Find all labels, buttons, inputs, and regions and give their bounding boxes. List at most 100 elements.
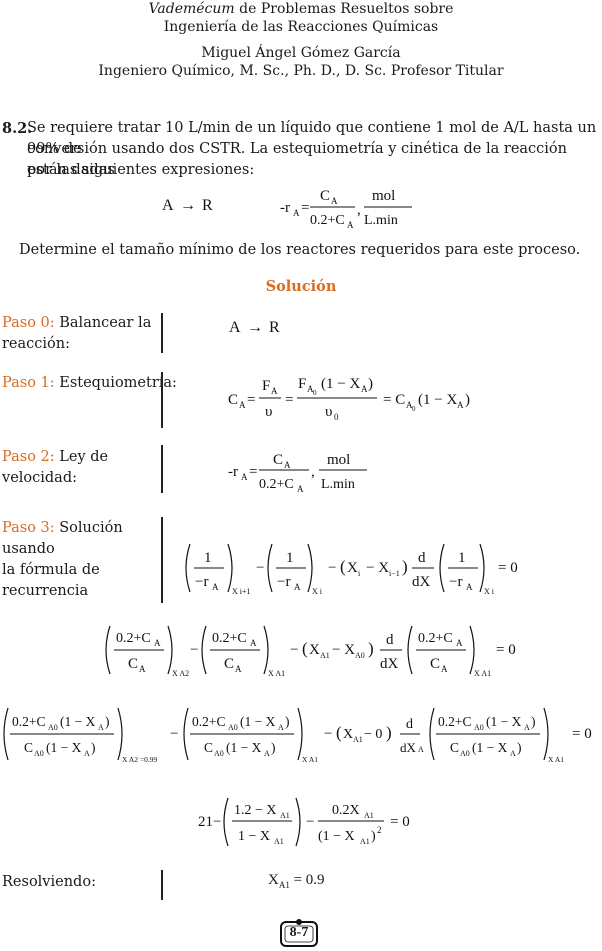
svg-text:(1 − X: (1 − X <box>318 829 355 844</box>
svg-text:C: C <box>430 656 440 672</box>
svg-text:−: − <box>170 726 178 742</box>
step-2-tag: Paso 2: <box>2 449 55 465</box>
svg-text:= 0: = 0 <box>390 814 410 830</box>
svg-text:−: − <box>306 814 314 830</box>
svg-text:A: A <box>361 384 368 394</box>
svg-text:-r: -r <box>228 464 238 480</box>
svg-text:1.2 − X: 1.2 − X <box>234 803 277 818</box>
svg-text:(1 − X: (1 − X <box>472 740 508 755</box>
svg-text:−r: −r <box>449 574 462 590</box>
svg-text:L.min: L.min <box>364 213 398 228</box>
step-3-text-4: recurrencia <box>2 583 89 599</box>
svg-text:A: A <box>441 664 448 674</box>
step-0-divider <box>161 313 163 353</box>
svg-text:C: C <box>273 452 283 468</box>
svg-text:): ) <box>386 723 392 742</box>
svg-text:1: 1 <box>286 550 294 566</box>
svg-text:(1 − X: (1 − X <box>46 740 82 755</box>
svg-text:0.2+C: 0.2+C <box>192 714 226 729</box>
svg-text:=: = <box>249 464 257 480</box>
header-credentials: Ingeniero Químico, M. Sc., Ph. D., D. Sc… <box>98 63 504 79</box>
page-number: 8-7 <box>289 925 309 940</box>
svg-text:A0: A0 <box>460 749 470 758</box>
problem-question: Determine el tamaño mínimo de los reacto… <box>19 242 581 258</box>
svg-text:C: C <box>128 656 138 672</box>
step-0-text-2: reacción: <box>2 336 70 352</box>
step-0-text-1: Balancear la <box>54 315 152 331</box>
svg-text:X A1: X A1 <box>548 755 564 764</box>
step-2-divider <box>161 445 163 493</box>
svg-text:−: − <box>256 560 264 576</box>
svg-text:υ: υ <box>265 404 272 420</box>
header-vademecum: Vademécum <box>148 1 235 17</box>
header-subtitle: Ingeniería de las Reacciones Químicas <box>163 19 439 35</box>
svg-text:A: A <box>162 197 174 214</box>
step-2-label: Paso 2: Ley de velocidad: <box>2 447 108 489</box>
resolviendo-label: Resolviendo: <box>2 874 96 890</box>
svg-text:X i: X i <box>484 587 495 596</box>
svg-text:A0: A0 <box>355 651 365 660</box>
svg-text:A: A <box>278 723 284 732</box>
svg-text:A0: A0 <box>474 723 484 732</box>
svg-text:→: → <box>247 319 263 336</box>
step-2-text-2: velocidad: <box>2 470 77 486</box>
page-badge-icon <box>280 919 318 947</box>
svg-text:(1 − X: (1 − X <box>60 714 96 729</box>
svg-text:0.2+C: 0.2+C <box>418 631 453 646</box>
svg-text:): ) <box>105 714 110 729</box>
svg-text:− 0: − 0 <box>364 727 382 742</box>
svg-text:A: A <box>229 319 241 336</box>
svg-text:0.2+C: 0.2+C <box>116 631 151 646</box>
svg-text:C: C <box>204 740 213 755</box>
svg-text:A: A <box>510 749 516 758</box>
svg-text:C: C <box>320 188 330 204</box>
svg-text:A: A <box>466 582 473 592</box>
header-title-rest: de Problemas Resueltos sobre <box>234 1 454 17</box>
svg-text:A1: A1 <box>274 837 284 846</box>
svg-text:A: A <box>456 638 463 648</box>
svg-text:0.2+C: 0.2+C <box>12 714 46 729</box>
resolviendo-divider <box>161 870 163 900</box>
svg-text:0.2+C: 0.2+C <box>212 631 247 646</box>
svg-text:C: C <box>228 392 238 408</box>
svg-text:A1: A1 <box>364 811 374 820</box>
svg-text:0: 0 <box>313 389 317 397</box>
svg-text:(: ( <box>336 723 342 742</box>
svg-text:−r: −r <box>277 574 290 590</box>
problem-number: 8.2. <box>2 120 33 137</box>
svg-text:A: A <box>264 749 270 758</box>
svg-text:−: − <box>328 560 336 576</box>
svg-text:X A1: X A1 <box>302 755 318 764</box>
step-3-label: Paso 3: Solución usando la fórmula de re… <box>2 518 123 602</box>
step-3-text-1: Solución <box>54 520 123 536</box>
svg-text:mol: mol <box>372 188 395 204</box>
svg-text:A: A <box>406 400 413 410</box>
svg-text:): ) <box>368 639 374 658</box>
svg-text:=: = <box>285 392 293 408</box>
svg-text:F: F <box>298 376 306 392</box>
solution-title: Solución <box>265 278 337 295</box>
svg-text:= 0: = 0 <box>498 560 518 576</box>
svg-text:A0: A0 <box>228 723 238 732</box>
svg-text:1 − X: 1 − X <box>238 829 270 844</box>
svg-text:0.2X: 0.2X <box>332 803 360 818</box>
svg-text:dX: dX <box>380 656 399 672</box>
svg-text:A: A <box>457 400 464 410</box>
svg-text:−: − <box>324 726 332 742</box>
svg-text:d: d <box>418 550 426 566</box>
svg-text:A: A <box>347 220 354 230</box>
svg-text:X: X <box>343 727 353 742</box>
svg-text:): ) <box>91 740 96 755</box>
svg-text:0.2+C: 0.2+C <box>438 714 472 729</box>
svg-text:(1 − X: (1 − X <box>321 376 360 392</box>
svg-text:A: A <box>250 638 257 648</box>
svg-text:R: R <box>202 197 213 214</box>
svg-text:mol: mol <box>327 452 350 468</box>
problem-line-2: conversión usando dos CSTR. La estequiom… <box>27 141 567 178</box>
svg-text:− X: − X <box>366 560 389 576</box>
step-0-label: Paso 0: Balancear la reacción: <box>2 313 151 355</box>
page-number-badge: 8-7 <box>279 918 319 948</box>
svg-text:A: A <box>293 208 300 218</box>
